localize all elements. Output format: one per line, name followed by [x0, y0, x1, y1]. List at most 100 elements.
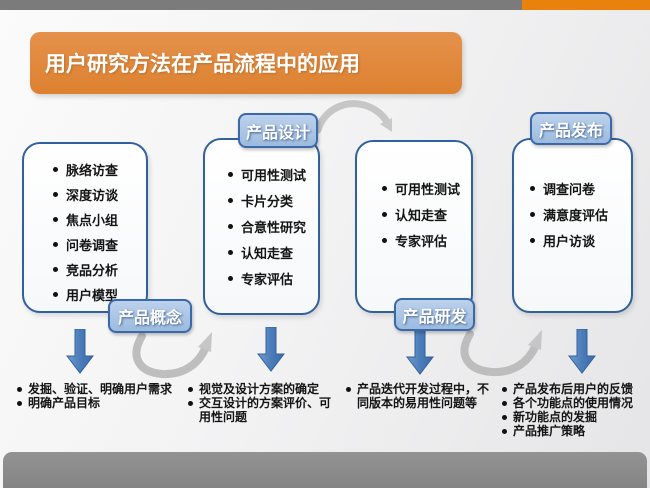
outcomes-list-concept: 发掘、验证、明确用户需求明确产品目标 — [17, 382, 188, 410]
list-item-text: 脉络访查 — [66, 163, 119, 178]
bullet-icon — [228, 223, 233, 229]
list-item-text: 明确产品目标 — [28, 396, 101, 410]
list-item-text: 用户模型 — [66, 288, 119, 303]
bullet-icon — [228, 275, 233, 281]
stage-label-release: 产品发布 — [530, 112, 612, 145]
methods-box-release: 调查问卷满意度评估用户访谈 — [512, 138, 633, 313]
list-item-text: 产品发布后用户的反馈 — [513, 382, 634, 396]
outcomes-list-release: 产品发布后用户的反馈各个功能点的使用情况新功能点的发掘产品推广策略 — [502, 382, 645, 438]
list-item-text: 发掘、验证、明确用户需求 — [28, 382, 173, 396]
bullet-icon — [17, 387, 22, 392]
methods-list-release: 调查问卷满意度评估用户访谈 — [514, 175, 631, 253]
list-item-text: 焦点小组 — [66, 213, 119, 228]
list-item: 认知走查 — [228, 239, 318, 265]
list-item-text: 可用性测试 — [395, 181, 461, 197]
bullet-icon — [17, 401, 22, 406]
top-accent-bar — [0, 0, 650, 10]
list-item-text: 用户访谈 — [543, 233, 596, 249]
bullet-icon — [53, 267, 58, 272]
list-item: 脉络访查 — [53, 157, 146, 182]
outcomes-list-dev: 产品迭代开发过程中，不同版本的易用性问题等 — [346, 382, 493, 410]
list-item: 用户访谈 — [530, 227, 631, 253]
slide-title: 用户研究方法在产品流程中的应用 — [45, 53, 360, 76]
bullet-icon — [502, 429, 507, 434]
list-item: 深度访谈 — [53, 182, 146, 207]
list-item-text: 产品迭代开发过程中，不同版本的易用性问题等 — [357, 382, 490, 410]
methods-box-concept: 脉络访查深度访谈焦点小组问卷调查竞品分析用户模型 — [22, 142, 148, 313]
list-item: 交互设计的方案评价、可用性问题 — [188, 396, 335, 424]
list-item: 专家评估 — [228, 265, 318, 291]
bullet-icon — [228, 197, 233, 203]
list-item: 认知走查 — [382, 201, 471, 227]
list-item: 竞品分析 — [53, 257, 146, 282]
arrow-down-icon — [66, 329, 94, 374]
arrow-down-icon — [257, 327, 285, 372]
curved-arrow-icon — [460, 330, 542, 377]
bullet-icon — [502, 415, 507, 420]
bullet-icon — [228, 171, 233, 177]
bullet-icon — [530, 211, 535, 217]
methods-list-design: 可用性测试卡片分类合意性研究认知走查专家评估 — [205, 161, 318, 291]
bullet-icon — [188, 387, 193, 392]
arrow-down-icon — [406, 330, 434, 375]
list-item: 用户模型 — [53, 282, 146, 307]
bullet-icon — [53, 217, 58, 222]
list-item: 专家评估 — [382, 227, 471, 253]
bullet-icon — [530, 185, 535, 191]
stage-label-concept: 产品概念 — [108, 299, 192, 333]
list-item-text: 专家评估 — [241, 271, 294, 287]
list-item: 调查问卷 — [530, 175, 631, 201]
bottom-accent-bar — [3, 452, 647, 488]
list-item-text: 新功能点的发掘 — [513, 410, 598, 424]
bullet-icon — [502, 401, 507, 406]
list-item-text: 视觉及设计方案的确定 — [199, 382, 320, 396]
list-item-text: 竞品分析 — [66, 263, 119, 278]
list-item-text: 认知走查 — [241, 245, 294, 261]
list-item: 问卷调查 — [53, 232, 146, 257]
list-item-text: 认知走查 — [395, 207, 448, 223]
bullet-icon — [502, 387, 507, 392]
bullet-icon — [228, 249, 233, 255]
list-item: 满意度评估 — [530, 201, 631, 227]
list-item: 卡片分类 — [228, 187, 318, 213]
list-item: 明确产品目标 — [17, 396, 188, 410]
list-item: 可用性测试 — [382, 175, 471, 201]
list-item-text: 交互设计的方案评价、可用性问题 — [199, 396, 332, 424]
arrow-down-icon — [568, 329, 596, 374]
methods-list-concept: 脉络访查深度访谈焦点小组问卷调查竞品分析用户模型 — [24, 157, 146, 307]
list-item: 新功能点的发掘 — [502, 410, 645, 424]
top-accent-bar-orange-segment — [522, 0, 650, 10]
list-item-text: 深度访谈 — [66, 188, 119, 203]
bullet-icon — [53, 292, 58, 297]
bullet-icon — [53, 192, 58, 197]
stage-label-design: 产品设计 — [238, 113, 318, 148]
list-item-text: 各个功能点的使用情况 — [513, 396, 634, 410]
list-item-text: 满意度评估 — [543, 207, 609, 223]
list-item-text: 产品推广策略 — [513, 424, 586, 438]
stage-label-dev: 产品研发 — [394, 298, 475, 331]
list-item: 可用性测试 — [228, 161, 318, 187]
bullet-icon — [188, 401, 193, 406]
list-item-text: 卡片分类 — [241, 193, 294, 209]
list-item: 视觉及设计方案的确定 — [188, 382, 335, 396]
bullet-icon — [382, 211, 387, 217]
outcomes-list-design: 视觉及设计方案的确定交互设计的方案评价、可用性问题 — [188, 382, 335, 424]
bullet-icon — [382, 237, 387, 243]
list-item: 合意性研究 — [228, 213, 318, 239]
bullet-icon — [53, 167, 58, 172]
methods-box-design: 可用性测试卡片分类合意性研究认知走查专家评估 — [203, 138, 320, 315]
list-item: 产品推广策略 — [502, 424, 645, 438]
methods-box-dev: 可用性测试认知走查专家评估 — [355, 140, 473, 313]
methods-list-dev: 可用性测试认知走查专家评估 — [357, 175, 471, 253]
bullet-icon — [346, 387, 351, 392]
curved-arrow-icon — [132, 332, 212, 379]
slide-title-box: 用户研究方法在产品流程中的应用 — [30, 32, 462, 94]
list-item-text: 可用性测试 — [241, 167, 307, 183]
bullet-icon — [382, 185, 387, 191]
list-item: 产品迭代开发过程中，不同版本的易用性问题等 — [346, 382, 493, 410]
list-item-text: 专家评估 — [395, 233, 448, 249]
list-item: 焦点小组 — [53, 207, 146, 232]
list-item-text: 调查问卷 — [543, 181, 596, 197]
list-item-text: 问卷调查 — [66, 238, 119, 253]
